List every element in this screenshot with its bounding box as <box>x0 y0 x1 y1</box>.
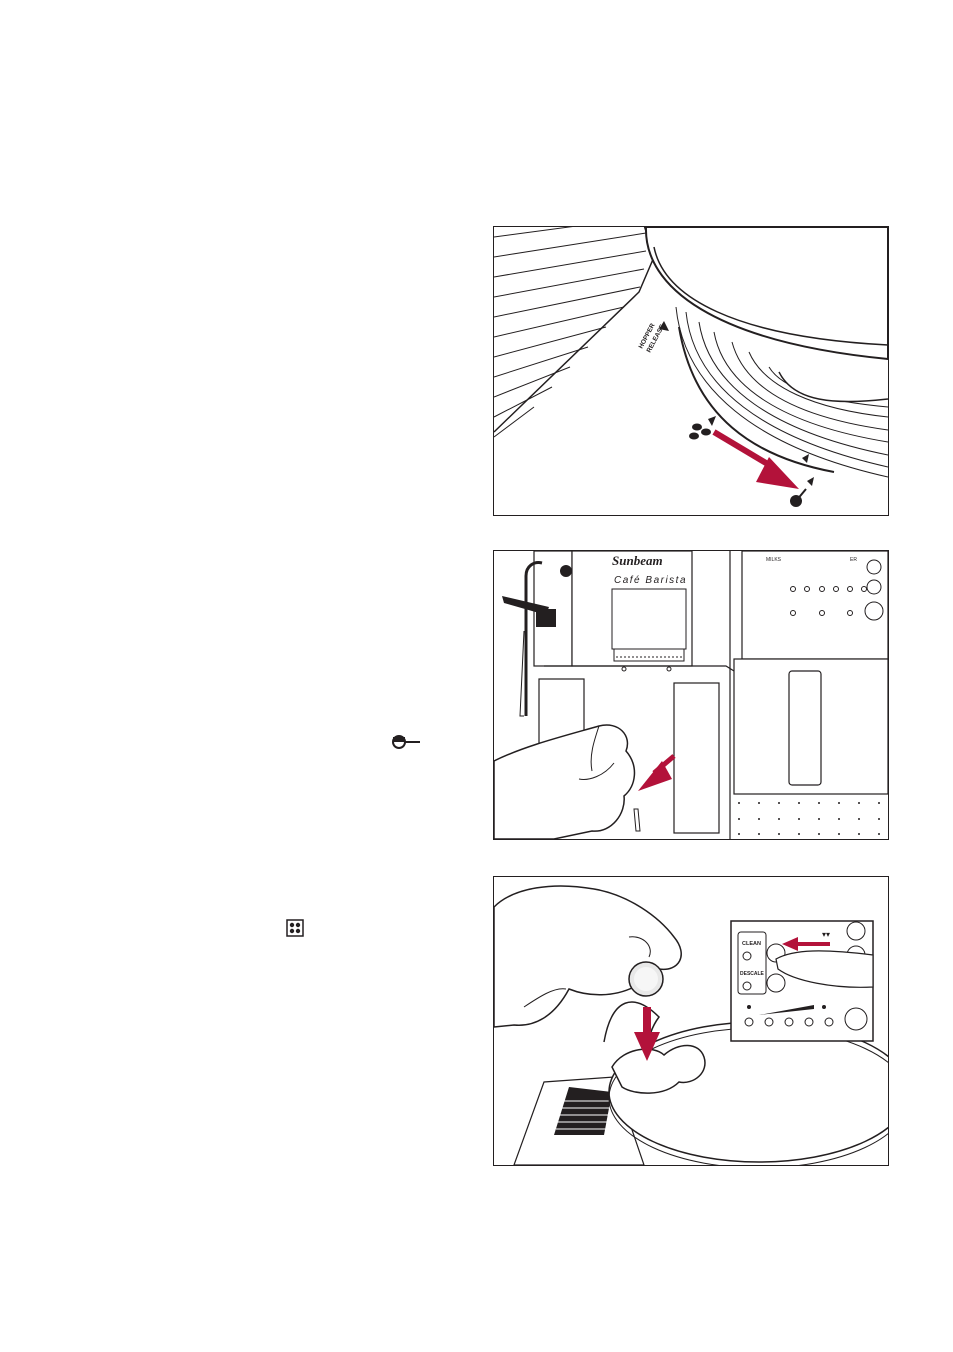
clean-symbol-icon <box>286 919 304 937</box>
hand-illustration <box>494 725 634 839</box>
cleaning-tablet-figure: CLEAN DESCALE ▾▾ <box>493 876 889 1166</box>
milk-label: MILKS <box>766 557 782 563</box>
clean-label: CLEAN <box>742 941 761 947</box>
grind-key-icon <box>790 489 806 507</box>
machine-front-figure: Sunbeam Café Barista MILKS ER <box>493 550 889 840</box>
beans-icon <box>689 424 711 440</box>
svg-text:▾▾: ▾▾ <box>822 930 830 939</box>
control-panel-inset: CLEAN DESCALE ▾▾ <box>731 921 873 1041</box>
counter-hatching <box>494 227 646 437</box>
model-name: Café Barista <box>614 575 687 586</box>
coffee-key-icon <box>390 733 422 751</box>
descale-label: DESCALE <box>740 971 765 977</box>
brand-logo: Sunbeam <box>612 553 663 568</box>
hopper-release-figure: HOPPER RELEASE <box>493 226 889 516</box>
hand-illustration-2 <box>494 886 681 1027</box>
panel-label-2: ER <box>850 557 857 563</box>
